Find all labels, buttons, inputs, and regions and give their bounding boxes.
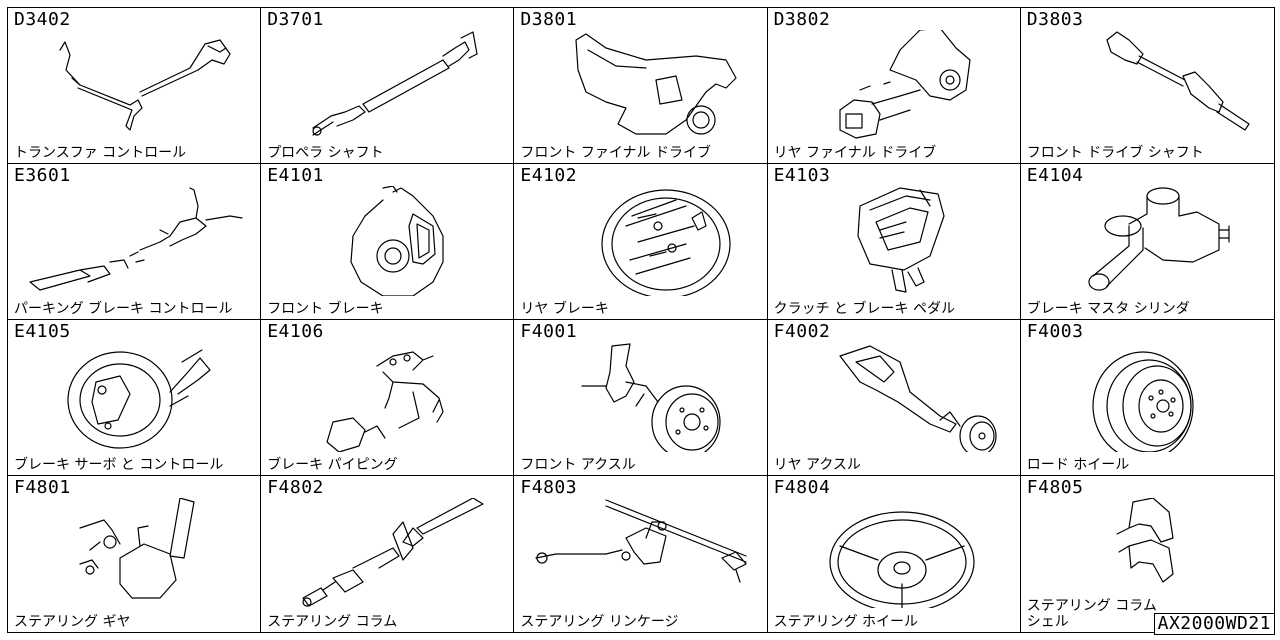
brake-master-cylinder-icon	[1033, 186, 1261, 296]
part-code: D3802	[773, 9, 831, 30]
clutch-brake-pedal-icon	[780, 186, 1008, 296]
parking-brake-control-icon	[20, 186, 248, 296]
rear-final-drive-icon	[780, 27, 1008, 140]
document-code: AX2000WD21	[1153, 613, 1275, 635]
part-code: F4802	[267, 477, 324, 498]
road-wheel-icon	[1033, 342, 1261, 461]
part-cell-f4805[interactable]: F4805 ステアリング コラム シェル	[1020, 476, 1274, 632]
part-label: フロント アクスル	[520, 457, 636, 473]
part-code: F4002	[773, 321, 831, 342]
part-label: クラッチ と ブレーキ ペダル	[773, 301, 955, 317]
part-label: フロント ブレーキ	[267, 301, 384, 317]
brake-piping-icon	[273, 342, 501, 453]
part-label: ステアリング ギヤ	[14, 614, 131, 630]
part-cell-f4003[interactable]: F4003 ロード ホイール	[1020, 320, 1274, 476]
front-final-drive-icon	[526, 30, 754, 140]
part-label: リヤ ブレーキ	[520, 301, 609, 317]
part-label: ブレーキ サーボ と コントロール	[14, 457, 224, 473]
part-code: E4105	[14, 321, 71, 342]
part-label: リヤ アクスル	[773, 457, 861, 473]
part-label: プロペラ シャフト	[267, 145, 384, 161]
brake-servo-icon	[20, 342, 248, 452]
part-code: D3801	[520, 9, 578, 30]
part-cell-d3803[interactable]: D3803 フロント ドライブ シャフト	[1020, 8, 1274, 164]
part-cell-d3701[interactable]: D3701 プロペラ シャフト	[261, 8, 515, 164]
part-cell-d3402[interactable]: D3402 トランスファ コントロール	[8, 8, 262, 164]
part-cell-e4102[interactable]: E4102 リヤ ブレーキ	[514, 164, 768, 320]
part-code: E4103	[773, 165, 831, 186]
part-cell-d3801[interactable]: D3801 フロント ファイナル ドライブ	[514, 8, 768, 164]
rear-axle-icon	[780, 342, 1008, 457]
part-cell-f4804[interactable]: F4804 ステアリング ホイール	[767, 476, 1021, 632]
front-brake-icon	[273, 185, 501, 297]
part-cell-f4802[interactable]: F4802 ステアリング コラム	[261, 476, 515, 632]
part-label: ステアリング コラム シェル	[1026, 598, 1157, 630]
part-cell-f4002[interactable]: F4002 リヤ アクスル	[767, 320, 1021, 476]
part-code: D3701	[267, 9, 324, 30]
part-cell-e4101[interactable]: E4101 フロント ブレーキ	[261, 164, 515, 320]
part-code: D3803	[1026, 9, 1084, 30]
part-code: E4101	[267, 165, 324, 186]
steering-gear-icon	[20, 497, 248, 608]
propeller-shaft-icon	[273, 30, 501, 140]
part-cell-f4001[interactable]: F4001 フロント アクスル	[514, 320, 768, 476]
parts-index-grid: D3402 トランスファ コントロール D3701 プロペラ シャフト D380…	[7, 7, 1275, 633]
steering-column-icon	[273, 497, 501, 608]
steering-wheel-icon	[780, 498, 1008, 613]
part-cell-e4103[interactable]: E4103 クラッチ と ブレーキ ペダル	[767, 164, 1021, 320]
part-code: E3601	[14, 165, 71, 186]
part-code: F4804	[773, 477, 831, 498]
part-cell-f4803[interactable]: F4803 ステアリング リンケージ	[514, 476, 768, 632]
steering-column-shell-icon	[1033, 497, 1261, 608]
front-axle-icon	[526, 342, 754, 459]
part-label: パーキング ブレーキ コントロール	[14, 301, 233, 317]
part-cell-d3802[interactable]: D3802 リヤ ファイナル ドライブ	[767, 8, 1021, 164]
part-label: ステアリング リンケージ	[520, 614, 679, 630]
part-cell-f4801[interactable]: F4801 ステアリング ギヤ	[8, 476, 262, 632]
part-label: ステアリング コラム	[267, 614, 398, 630]
part-code: F4801	[14, 477, 71, 498]
part-label: ステアリング ホイール	[773, 614, 919, 630]
part-code: E4104	[1026, 165, 1084, 186]
part-cell-e4104[interactable]: E4104 ブレーキ マスタ シリンダ	[1020, 164, 1274, 320]
front-drive-shaft-icon	[1033, 30, 1261, 140]
part-label: トランスファ コントロール	[14, 145, 187, 161]
part-cell-e3601[interactable]: E3601 パーキング ブレーキ コントロール	[8, 164, 262, 320]
part-code: E4106	[267, 321, 324, 342]
part-code: D3402	[14, 9, 71, 30]
part-cell-e4105[interactable]: E4105 ブレーキ サーボ と コントロール	[8, 320, 262, 476]
part-code: F4803	[520, 477, 578, 498]
part-cell-e4106[interactable]: E4106 ブレーキ パイピング	[261, 320, 515, 476]
part-label: ロード ホイール	[1026, 457, 1130, 473]
part-label: フロント ファイナル ドライブ	[520, 145, 712, 161]
transfer-control-icon	[20, 30, 248, 140]
part-code: F4001	[520, 321, 578, 342]
part-label: リヤ ファイナル ドライブ	[773, 145, 937, 161]
rear-brake-icon	[526, 186, 754, 299]
part-label: ブレーキ マスタ シリンダ	[1026, 301, 1190, 317]
steering-linkage-icon	[526, 498, 754, 608]
part-label: フロント ドライブ シャフト	[1026, 145, 1204, 161]
part-code: F4003	[1026, 321, 1084, 342]
part-label: ブレーキ パイピング	[267, 457, 398, 473]
part-code: E4102	[520, 165, 578, 186]
part-code: F4805	[1026, 477, 1084, 498]
